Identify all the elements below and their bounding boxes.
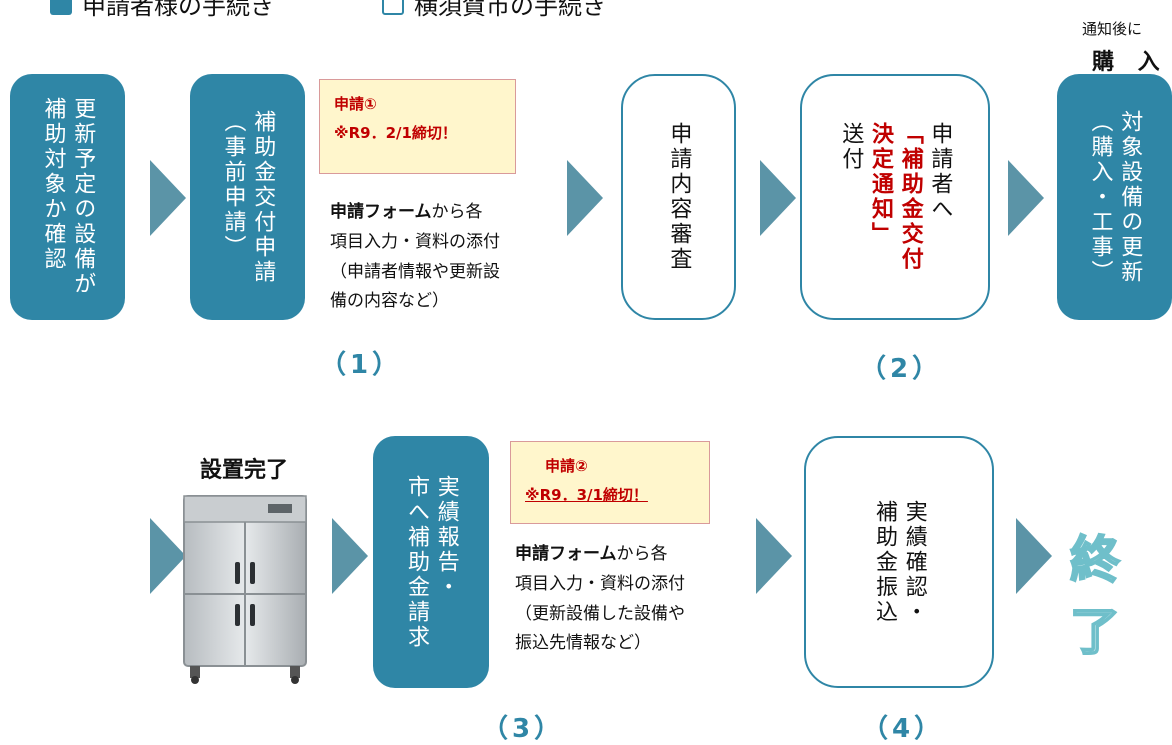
flow-arrow-2 [567, 160, 603, 236]
flow-arrow-8 [1016, 518, 1052, 594]
step-update-text: 対象設備の更新（購入・工事） [1087, 109, 1143, 285]
note1-deadline: ※R9．2/1締切！ [334, 123, 457, 142]
step-update-equipment: 対象設備の更新（購入・工事） [1057, 74, 1172, 320]
end-label: 終了 [1069, 530, 1126, 662]
step-review-text: 申請内容審査 [666, 122, 692, 272]
desc1-line1: から各 [431, 202, 483, 222]
step-number-2: （2） [860, 354, 943, 384]
flow-arrow-3 [760, 160, 796, 236]
step-confirm-eligibility: 更新予定の設備が補助対象か確認 [10, 74, 125, 320]
purchase-label: 購 入 [1092, 50, 1168, 75]
apply-form-label-2: 申請フォーム [515, 544, 617, 564]
flow-arrow-1 [150, 160, 186, 236]
step-number-1: （1） [320, 350, 403, 380]
desc1-line2: 項目入力・資料の添付 [330, 231, 500, 252]
flow-arrow-6 [332, 518, 368, 594]
deadline-note-2: 申請② ※R9．3/1締切！ [510, 441, 710, 524]
apply-description-1: 申請フォームから各 項目入力・資料の添付 （申請者情報や更新設 備の内容など） [330, 198, 570, 317]
step-confirm-text: 更新予定の設備が補助対象か確認 [40, 97, 96, 297]
desc1-line3: （申請者情報や更新設 [330, 261, 500, 282]
desc2-line4: 振込先情報など） [515, 633, 651, 654]
apply-form-label-1: 申請フォーム [330, 202, 432, 222]
step-report: 実績報告・市へ補助金請求 [373, 436, 489, 688]
flow-arrow-7 [756, 518, 792, 594]
legend-city-label: 横須賀市の手続き [414, 0, 606, 20]
legend-swatch-outlined [382, 0, 404, 15]
legend-applicant: 申請者様の手続き [50, 0, 274, 21]
desc2-line1: から各 [616, 544, 668, 564]
note2-deadline: ※R9．3/1締切！ [525, 485, 648, 504]
step-report-text: 実績報告・市へ補助金請求 [404, 474, 459, 650]
install-complete-label: 設置完了 [200, 458, 289, 483]
purchase-note: 通知後に [1082, 20, 1143, 38]
desc1-line4: 備の内容など） [330, 291, 449, 312]
step-number-3: （3） [482, 714, 565, 744]
legend-applicant-label: 申請者様の手続き [82, 0, 274, 20]
apply-description-2: 申請フォームから各 項目入力・資料の添付 （更新設備した設備や 振込先情報など） [515, 540, 755, 659]
step-confirm-payment: 実績確認・補助金振込 [804, 436, 994, 688]
deadline-note-1: 申請① ※R9．2/1締切！ [319, 79, 516, 174]
legend-city: 横須賀市の手続き [382, 0, 606, 21]
step-review: 申請内容審査 [621, 74, 736, 320]
refrigerator-icon [183, 495, 307, 684]
flow-arrow-4 [1008, 160, 1044, 236]
step-confirm-pay-text: 実績確認・補助金振込 [872, 499, 927, 625]
legend-swatch-filled [50, 0, 72, 15]
note2-title: 申請② [545, 457, 588, 475]
flow-arrow-5 [150, 518, 186, 594]
step-number-4: （4） [862, 714, 945, 744]
step-apply: 補助金交付申請（事前申請） [190, 74, 305, 320]
note1-title: 申請① [334, 95, 377, 113]
desc2-line3: （更新設備した設備や [515, 603, 685, 624]
step-decision-notice: 申請者へ「補助金交付決定通知」送付 [800, 74, 990, 320]
step-notice-text: 申請者へ「補助金交付決定通知」送付 [838, 122, 953, 272]
step-apply-text: 補助金交付申請（事前申請） [220, 109, 276, 285]
desc2-line2: 項目入力・資料の添付 [515, 573, 685, 594]
